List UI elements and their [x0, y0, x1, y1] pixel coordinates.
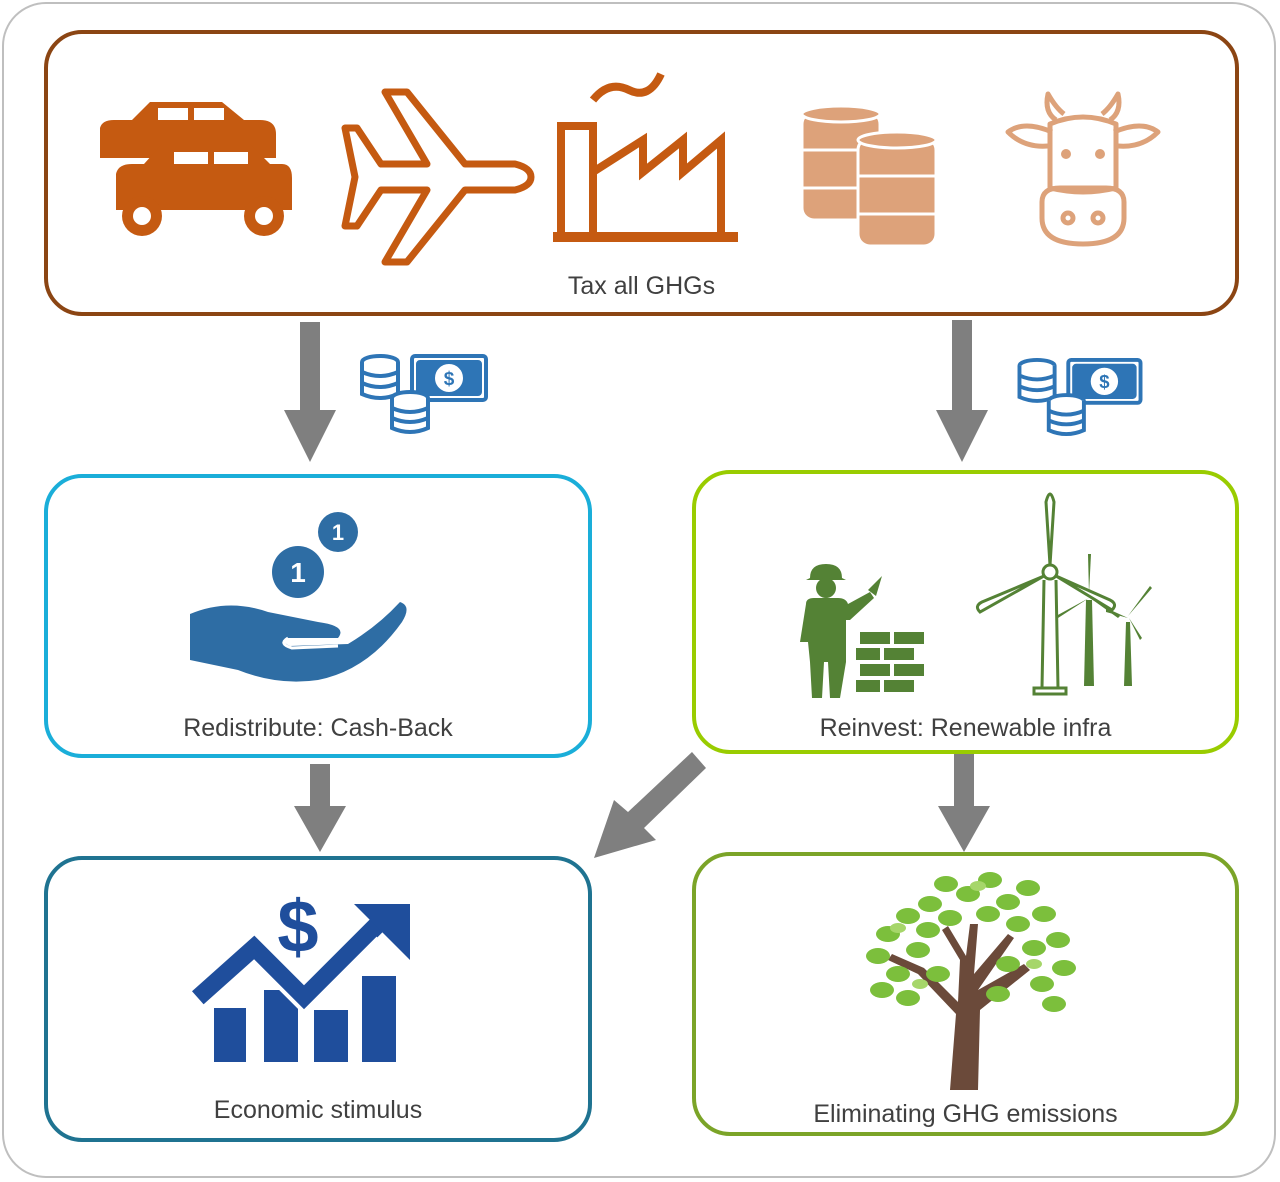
cow-icon: [1005, 91, 1161, 247]
svg-text:1: 1: [290, 557, 306, 588]
money-coins-icon: $: [360, 354, 488, 434]
wind-turbines-icon: [975, 492, 1152, 696]
dollar-growth-chart-icon: $: [192, 885, 410, 1062]
svg-text:$: $: [1099, 371, 1110, 392]
money-coins-icon: $: [1017, 357, 1143, 437]
eliminate-label: Eliminating GHG emissions: [813, 1100, 1118, 1128]
cars-icon: [100, 102, 292, 236]
arrow-reinvest-to-eliminate: [938, 754, 990, 852]
arrow-tax-to-reinvest: [936, 320, 988, 462]
oil-barrels-icon: [800, 104, 938, 248]
svg-text:1: 1: [332, 520, 344, 545]
factory-icon: [553, 72, 738, 242]
reinvest-label: Reinvest: Renewable infra: [819, 714, 1112, 742]
hand-coins-icon: 1 1: [190, 512, 407, 682]
reinvest-node: Reinvest: Renewable infra: [692, 470, 1239, 754]
arrow-reinvest-to-stimulus: [594, 752, 706, 858]
tree-icon: [866, 872, 1076, 1090]
redistribute-label: Redistribute: Cash-Back: [183, 714, 453, 742]
redistribute-node: Redistribute: Cash-Back: [44, 474, 592, 758]
arrow-redistribute-to-stimulus: [294, 764, 346, 852]
stimulus-label: Economic stimulus: [213, 1096, 423, 1124]
airplane-icon: [341, 88, 535, 266]
svg-text:$: $: [277, 885, 318, 968]
tax-label: Tax all GHGs: [567, 272, 716, 300]
svg-text:$: $: [444, 369, 455, 390]
arrow-tax-to-redistribute: [284, 322, 336, 462]
construction-worker-icon: [800, 564, 924, 698]
